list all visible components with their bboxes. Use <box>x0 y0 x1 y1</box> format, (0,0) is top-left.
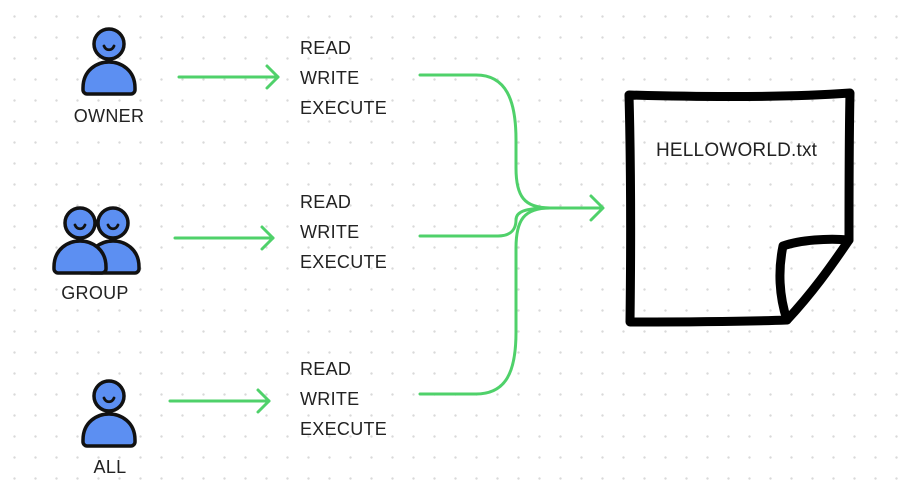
group-users-icon <box>52 206 141 275</box>
permission-execute: EXECUTE <box>300 98 388 118</box>
group-permissions: READ WRITE EXECUTE <box>300 187 387 277</box>
permission-execute: EXECUTE <box>300 252 388 272</box>
merge-connector <box>418 73 605 396</box>
permission-write: WRITE <box>300 389 360 409</box>
owner-label: OWNER <box>73 106 145 126</box>
permission-read: READ <box>300 192 352 212</box>
all-label: ALL <box>93 457 127 477</box>
permission-execute: EXECUTE <box>300 419 388 439</box>
file-document-icon <box>624 88 855 327</box>
permission-read: READ <box>300 359 352 379</box>
owner-permissions: READ WRITE EXECUTE <box>300 33 387 123</box>
permission-read: READ <box>300 38 352 58</box>
all-user-icon <box>81 379 137 448</box>
all-permissions: READ WRITE EXECUTE <box>300 354 387 444</box>
group-label: GROUP <box>61 283 129 303</box>
group-to-permissions-arrow <box>173 225 275 251</box>
owner-user-icon <box>81 27 137 96</box>
all-to-permissions-arrow <box>168 388 271 414</box>
owner-to-permissions-arrow <box>177 64 280 90</box>
permission-write: WRITE <box>300 222 360 242</box>
permission-write: WRITE <box>300 68 360 88</box>
file-name: HELLOWORLD.txt <box>656 140 818 161</box>
